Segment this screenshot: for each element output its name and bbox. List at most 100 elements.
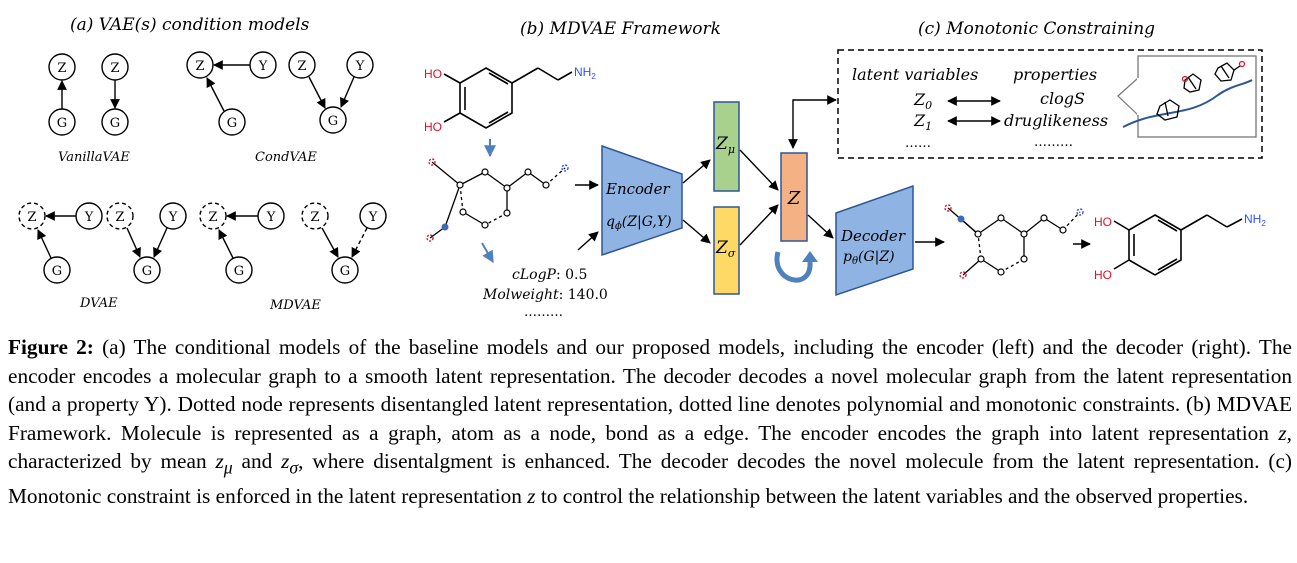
node-label: G	[57, 116, 67, 131]
node-label: Y	[368, 210, 378, 225]
hydroxyl-label: HO	[1094, 215, 1112, 229]
label-cond-vae: CondVAE	[255, 150, 317, 165]
caption-sub: σ	[289, 457, 299, 478]
node-label: Z	[57, 61, 66, 76]
arrow-right-icon	[807, 214, 834, 239]
encoder-label: Encoder	[605, 180, 671, 198]
node-g	[218, 108, 246, 136]
label-dvae: DVAE	[79, 296, 118, 311]
arrow-right-icon	[739, 149, 779, 191]
panel-a: (a) VAE(s) condition models Z G Z G Vani…	[18, 15, 387, 313]
prop-clogs: clogS	[1040, 89, 1085, 108]
node-z-disentangled	[18, 202, 46, 230]
figure-caption: Figure 2: (a) The conditional models of …	[8, 333, 1292, 511]
latent-space-inset	[1117, 55, 1257, 138]
panel-c-title: (c) Monotonic Constraining	[918, 19, 1155, 39]
props-more: ………	[1034, 135, 1073, 150]
node-label: G	[227, 116, 237, 131]
edge-g-to-z	[37, 229, 52, 259]
node-label: Z	[115, 210, 124, 225]
node-z	[186, 51, 214, 79]
label-vanilla-vae: VanillaVAE	[58, 150, 130, 165]
panel-b-title: (b) MDVAE Framework	[520, 19, 721, 39]
z-label: Z	[787, 188, 801, 209]
node-label: Y	[84, 210, 94, 225]
encoder-formula: qϕ(Z|G,Y)	[606, 214, 672, 232]
head-latent-variables: latent variables	[852, 65, 978, 84]
arrow-right-icon	[577, 231, 599, 251]
node-g	[319, 106, 347, 134]
decoder-block	[835, 184, 914, 297]
edge-z-to-g	[308, 76, 326, 109]
amine-label: NH2	[574, 65, 596, 81]
head-properties: properties	[1013, 65, 1097, 84]
constraint-box	[837, 49, 1263, 159]
figure-2: (a) VAE(s) condition models Z G Z G Vani…	[18, 15, 1266, 320]
node-label: Z	[297, 59, 306, 74]
node-g	[133, 256, 161, 284]
vanilla-vae-diagram: Z G Z G VanillaVAE	[48, 53, 130, 165]
node-label: G	[340, 264, 350, 279]
node-label: Y	[355, 59, 365, 74]
node-y	[159, 202, 187, 230]
caption-text: , characterized by mean	[8, 420, 1292, 474]
edge-z-to-g	[126, 227, 141, 258]
edge-g-to-z	[206, 77, 225, 112]
arrow-to-properties-icon	[481, 242, 494, 264]
decoder-formula: pθ(G|Z)	[843, 249, 895, 267]
node-label: Z	[110, 61, 119, 76]
node-z	[48, 53, 76, 81]
node-label: G	[110, 116, 120, 131]
latent-more: ……	[905, 136, 931, 151]
prop-clogp: cLogP: 0.5	[512, 267, 587, 283]
node-label: Z	[27, 210, 36, 225]
node-label: Y	[266, 210, 276, 225]
caption-label: Figure 2:	[8, 335, 94, 359]
node-z	[288, 51, 316, 79]
node-label: Y	[168, 210, 178, 225]
prop-molweight: Molweight: 140.0	[482, 287, 608, 303]
edge-y-to-g	[340, 76, 355, 108]
cycle-arrow-icon	[774, 251, 818, 283]
node-z-disentangled	[106, 202, 134, 230]
panel-b: (b) MDVAE Framework HO HO NH2	[424, 19, 1266, 320]
edge-y-to-g-monotonic	[351, 227, 368, 258]
molecule-icon	[1156, 62, 1241, 121]
caption-text: , where disentalgment is enhanced. The d…	[8, 449, 1293, 509]
output-molecule-icon	[1113, 214, 1243, 276]
panel-c: (c) Monotonic Constraining latent variab…	[837, 19, 1263, 159]
input-graph-icon	[426, 158, 569, 242]
node-g	[225, 256, 253, 284]
latent-z0: Z0	[913, 90, 932, 112]
arrow-to-constraint-icon	[792, 95, 837, 114]
node-g	[43, 256, 71, 284]
z-sigma-label: Zσ	[715, 238, 736, 260]
prop-druglikeness: druglikeness	[1004, 111, 1108, 130]
caption-var: z	[215, 449, 224, 474]
hydroxyl-label: HO	[424, 67, 442, 81]
hydroxyl-label: HO	[424, 120, 442, 134]
arrow-right-icon	[682, 219, 711, 244]
node-label: Z	[310, 210, 319, 225]
node-label: G	[142, 264, 152, 279]
caption-var: z	[527, 484, 536, 509]
amine-label: NH2	[1244, 212, 1266, 228]
node-label: Z	[195, 59, 204, 74]
dvae-diagram: Z Y G Z Y G DVAE	[18, 202, 187, 311]
z-block	[780, 152, 808, 242]
caption-text: to control the relationship between the …	[535, 484, 1249, 509]
monotonic-curve	[1122, 79, 1253, 128]
node-label: G	[234, 264, 244, 279]
latent-z1: Z1	[913, 111, 932, 133]
mdvae-diagram: Z Y G Z Y G MDVAE	[199, 202, 387, 313]
edge-g-to-z	[218, 229, 234, 259]
node-y	[359, 202, 387, 230]
panel-a-title: (a) VAE(s) condition models	[70, 15, 310, 35]
node-z-disentangled	[199, 202, 227, 230]
z-sigma-block	[713, 206, 740, 295]
z-mu-label: Zμ	[715, 134, 735, 156]
z-mu-block	[713, 101, 740, 192]
node-label: Z	[208, 210, 217, 225]
node-g	[331, 256, 359, 284]
